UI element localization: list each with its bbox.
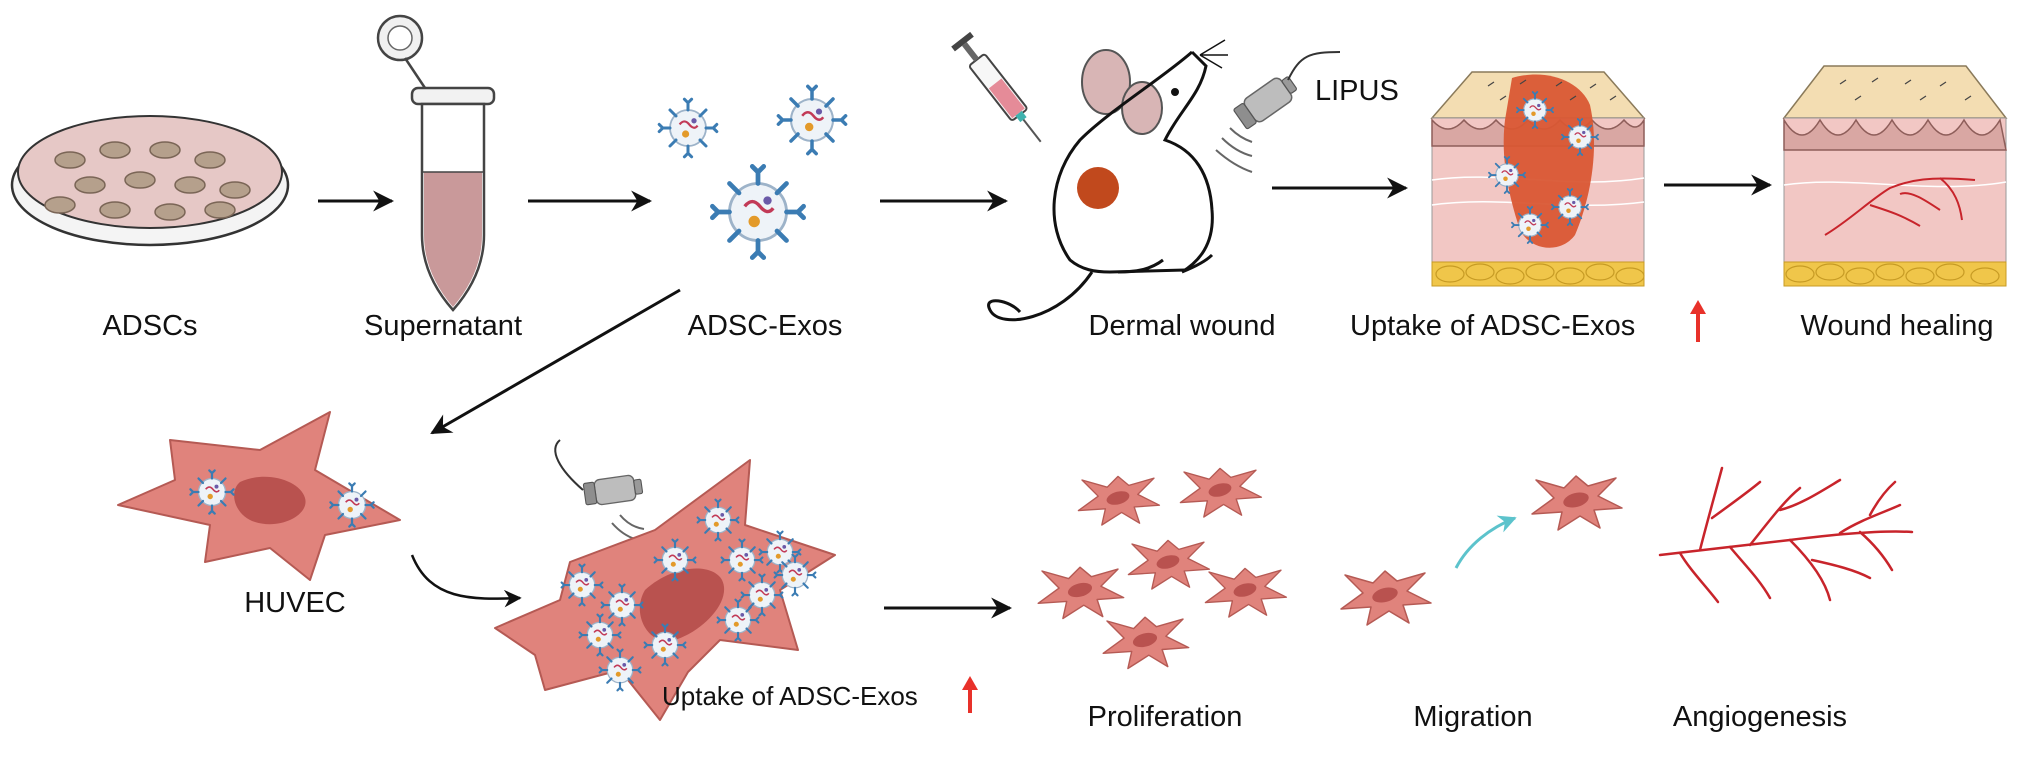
migration-cells-icon (1340, 475, 1623, 626)
huvec-uptake-cell-icon (494, 459, 836, 721)
proliferation-cells-icon (1037, 467, 1288, 670)
label-adsc-exos: ADSC-Exos (688, 310, 843, 342)
healed-skin-block-icon (1782, 65, 2008, 287)
huvec-cell-icon (117, 411, 401, 581)
exosomes-icon (657, 84, 848, 257)
label-adscs: ADSCs (102, 310, 197, 342)
label-wound-healing: Wound healing (1801, 310, 1994, 342)
syringe-icon (951, 31, 1042, 143)
label-angiogenesis: Angiogenesis (1673, 701, 1847, 733)
label-uptake-bottom: Uptake of ADSC-Exos (662, 681, 918, 711)
petri-dish-icon (10, 115, 290, 247)
up-arrow-top-icon (1690, 300, 1706, 342)
label-lipus: LIPUS (1315, 75, 1399, 107)
label-proliferation: Proliferation (1088, 701, 1243, 733)
lipus-probe-icon (1215, 51, 1341, 173)
label-huvec: HUVEC (244, 587, 346, 619)
angiogenesis-vessels-icon (1658, 466, 1914, 604)
arrow-huvec-to-uptake (410, 554, 522, 608)
ultrasound-probe-icon (554, 439, 645, 542)
up-arrow-bottom-icon (962, 676, 978, 713)
wound-spot (1077, 167, 1119, 209)
centrifuge-tube-icon (376, 14, 496, 312)
label-uptake-top: Uptake of ADSC-Exos (1350, 310, 1635, 342)
wound-skin-block-icon (1430, 71, 1646, 287)
label-supernatant: Supernatant (364, 310, 522, 342)
arrow-exos-to-huvec (430, 288, 681, 435)
label-migration: Migration (1413, 701, 1532, 733)
label-dermal-wound: Dermal wound (1089, 310, 1276, 342)
mouse-icon (987, 39, 1228, 322)
